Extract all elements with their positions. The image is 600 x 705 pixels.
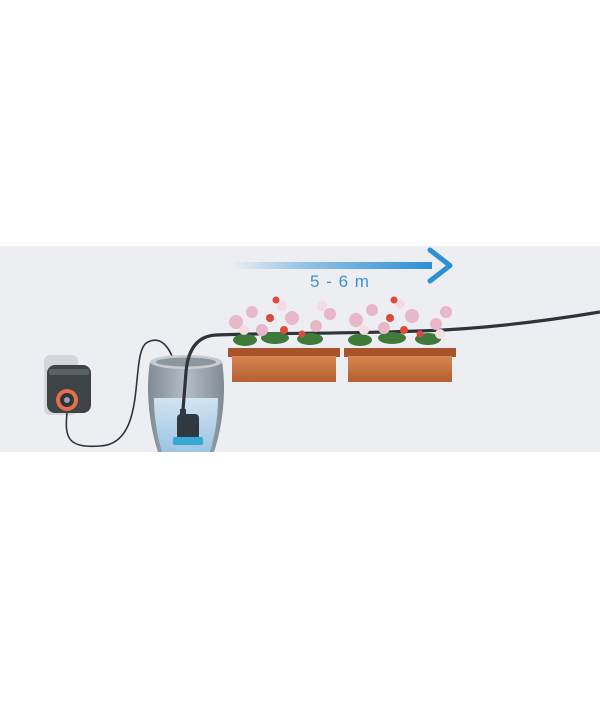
submersible-pump-icon (173, 409, 203, 445)
flower-box-icon (228, 348, 456, 382)
flowers (229, 296, 452, 346)
timer-controller-icon (44, 355, 91, 415)
distance-label: 5 - 6 m (310, 272, 370, 291)
distance-arrow (232, 247, 453, 284)
water-barrel-icon (147, 355, 225, 452)
power-cable (65, 339, 181, 448)
drip-hose-icon (181, 310, 600, 411)
